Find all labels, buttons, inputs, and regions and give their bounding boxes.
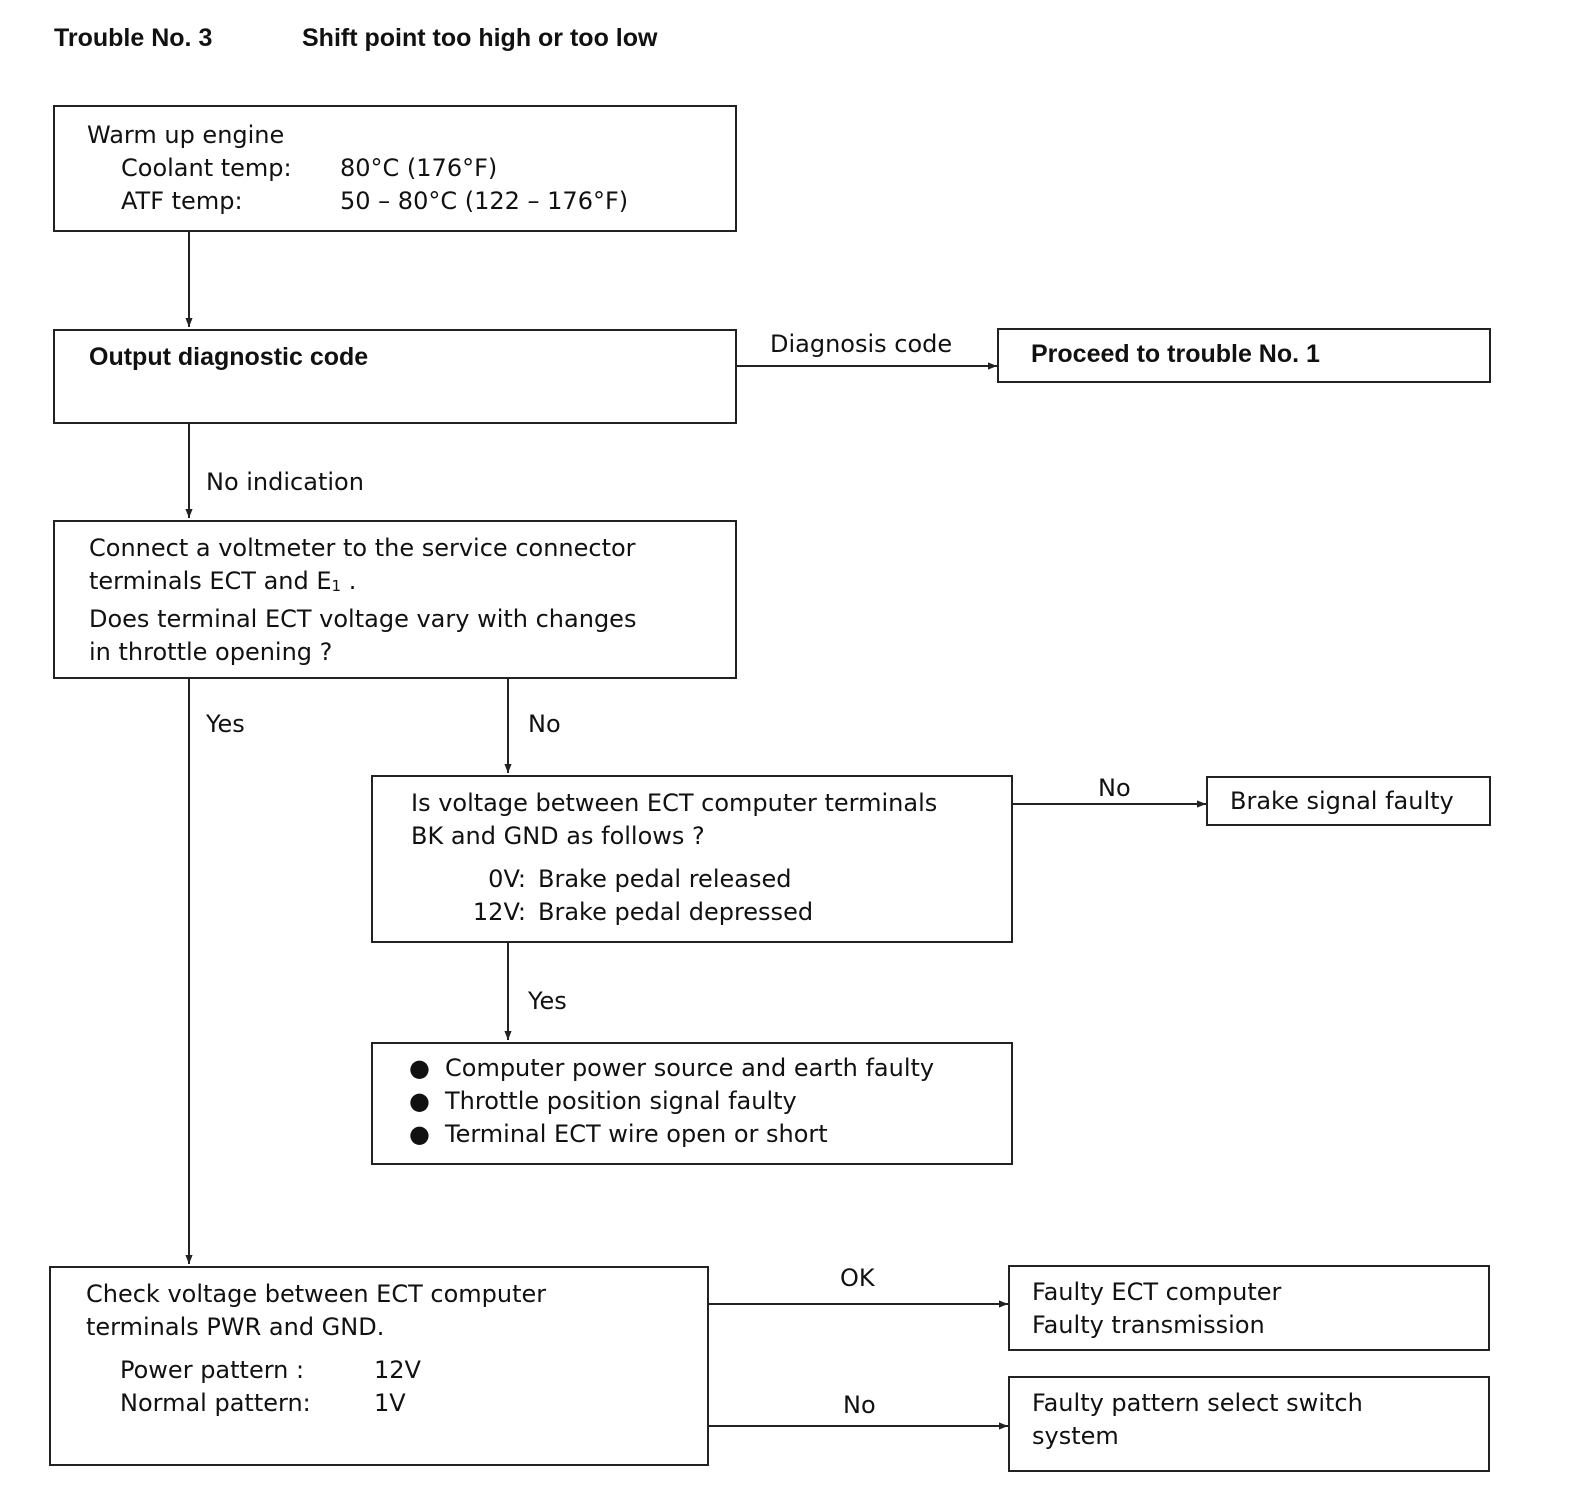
coolant-temp-label: Coolant temp: — [121, 154, 292, 182]
fault-item: ● Terminal ECT wire open or short — [409, 1118, 1011, 1151]
atf-temp-value: 50 – 80°C (122 – 176°F) — [340, 187, 629, 215]
atf-temp-label: ATF temp: — [121, 187, 243, 215]
output-diag-text: Output diagnostic code — [89, 343, 369, 371]
power-pattern-value: 12V — [374, 1356, 421, 1384]
edge-label-yes-brake: Yes — [528, 987, 567, 1015]
warmup-title: Warm up engine — [87, 121, 285, 149]
voltmeter-line-2-text: terminals ECT and E — [89, 567, 332, 595]
coolant-temp-row: Coolant temp: 80°C (176°F) — [87, 152, 735, 185]
voltmeter-line-3: Does terminal ECT voltage vary with chan… — [89, 605, 637, 633]
pwr-check-line-2: terminals PWR and GND. — [86, 1313, 385, 1341]
coolant-temp-value: 80°C (176°F) — [340, 154, 498, 182]
brake-released-voltage: 0V: — [488, 865, 526, 893]
brake-check-line-2: BK and GND as follows ? — [411, 822, 705, 850]
edge-label-no-indication: No indication — [206, 468, 364, 496]
normal-pattern-label: Normal pattern: — [120, 1389, 311, 1417]
trouble1-box: Proceed to trouble No. 1 — [997, 328, 1491, 383]
pattern-faulty-box: Faulty pattern select switch system — [1008, 1376, 1490, 1472]
fault-item-text: Computer power source and earth faulty — [445, 1054, 935, 1082]
pwr-check-line-1: Check voltage between ECT computer — [86, 1280, 547, 1308]
brake-faulty-text: Brake signal faulty — [1230, 787, 1454, 815]
brake-check-box: Is voltage between ECT computer terminal… — [371, 775, 1013, 943]
trouble1-text: Proceed to trouble No. 1 — [1031, 340, 1320, 368]
warmup-box: Warm up engine Coolant temp: 80°C (176°F… — [53, 105, 737, 232]
brake-depressed-row: 12V: Brake pedal depressed — [411, 896, 1011, 929]
edge-label-diagnosis-code: Diagnosis code — [770, 330, 953, 358]
normal-pattern-row: Normal pattern: 1V — [86, 1387, 707, 1420]
voltmeter-line-2-end: . — [341, 567, 357, 595]
fault-list-box: ● Computer power source and earth faulty… — [371, 1042, 1013, 1165]
voltmeter-box: Connect a voltmeter to the service conne… — [53, 520, 737, 679]
brake-released-row: 0V: Brake pedal released — [411, 863, 1011, 896]
edge-label-ok: OK — [840, 1264, 875, 1292]
output-diag-box: Output diagnostic code — [53, 329, 737, 424]
pwr-check-box: Check voltage between ECT computer termi… — [49, 1266, 709, 1466]
fault-item: ● Throttle position signal faulty — [409, 1085, 1011, 1118]
ecu-faulty-line-1: Faulty ECT computer — [1032, 1278, 1282, 1306]
edge-label-no-pattern: No — [843, 1391, 876, 1419]
normal-pattern-value: 1V — [374, 1389, 406, 1417]
atf-temp-row: ATF temp: 50 – 80°C (122 – 176°F) — [87, 185, 735, 218]
ecu-faulty-line-2: Faulty transmission — [1032, 1311, 1265, 1339]
power-pattern-row: Power pattern : 12V — [86, 1354, 707, 1387]
voltmeter-line-4: in throttle opening ? — [89, 638, 333, 666]
pattern-faulty-line-1: Faulty pattern select switch — [1032, 1389, 1363, 1417]
fault-item-text: Throttle position signal faulty — [445, 1087, 797, 1115]
brake-depressed-voltage: 12V: — [472, 898, 526, 926]
edge-label-no-brake: No — [1098, 774, 1131, 802]
edge-label-yes-main: Yes — [206, 710, 245, 738]
edge-label-no-main: No — [528, 710, 561, 738]
voltmeter-line-2-sub: 1 — [331, 577, 342, 595]
bullet-icon: ● — [409, 1120, 430, 1148]
voltmeter-line-1: Connect a voltmeter to the service conne… — [89, 534, 636, 562]
voltmeter-line-2: terminals ECT and E1 . — [89, 565, 735, 603]
fault-item: ● Computer power source and earth faulty — [409, 1052, 1011, 1085]
brake-released-state: Brake pedal released — [538, 865, 792, 893]
bullet-icon: ● — [409, 1087, 430, 1115]
bullet-icon: ● — [409, 1054, 430, 1082]
trouble-number: Trouble No. 3 — [54, 24, 213, 52]
pattern-faulty-line-2: system — [1032, 1422, 1119, 1450]
brake-check-line-1: Is voltage between ECT computer terminal… — [411, 789, 938, 817]
fault-item-text: Terminal ECT wire open or short — [445, 1120, 828, 1148]
symptom-title: Shift point too high or too low — [302, 24, 658, 52]
power-pattern-label: Power pattern : — [120, 1356, 305, 1384]
brake-depressed-state: Brake pedal depressed — [538, 898, 814, 926]
brake-faulty-box: Brake signal faulty — [1206, 776, 1491, 826]
ecu-faulty-box: Faulty ECT computer Faulty transmission — [1008, 1265, 1490, 1351]
